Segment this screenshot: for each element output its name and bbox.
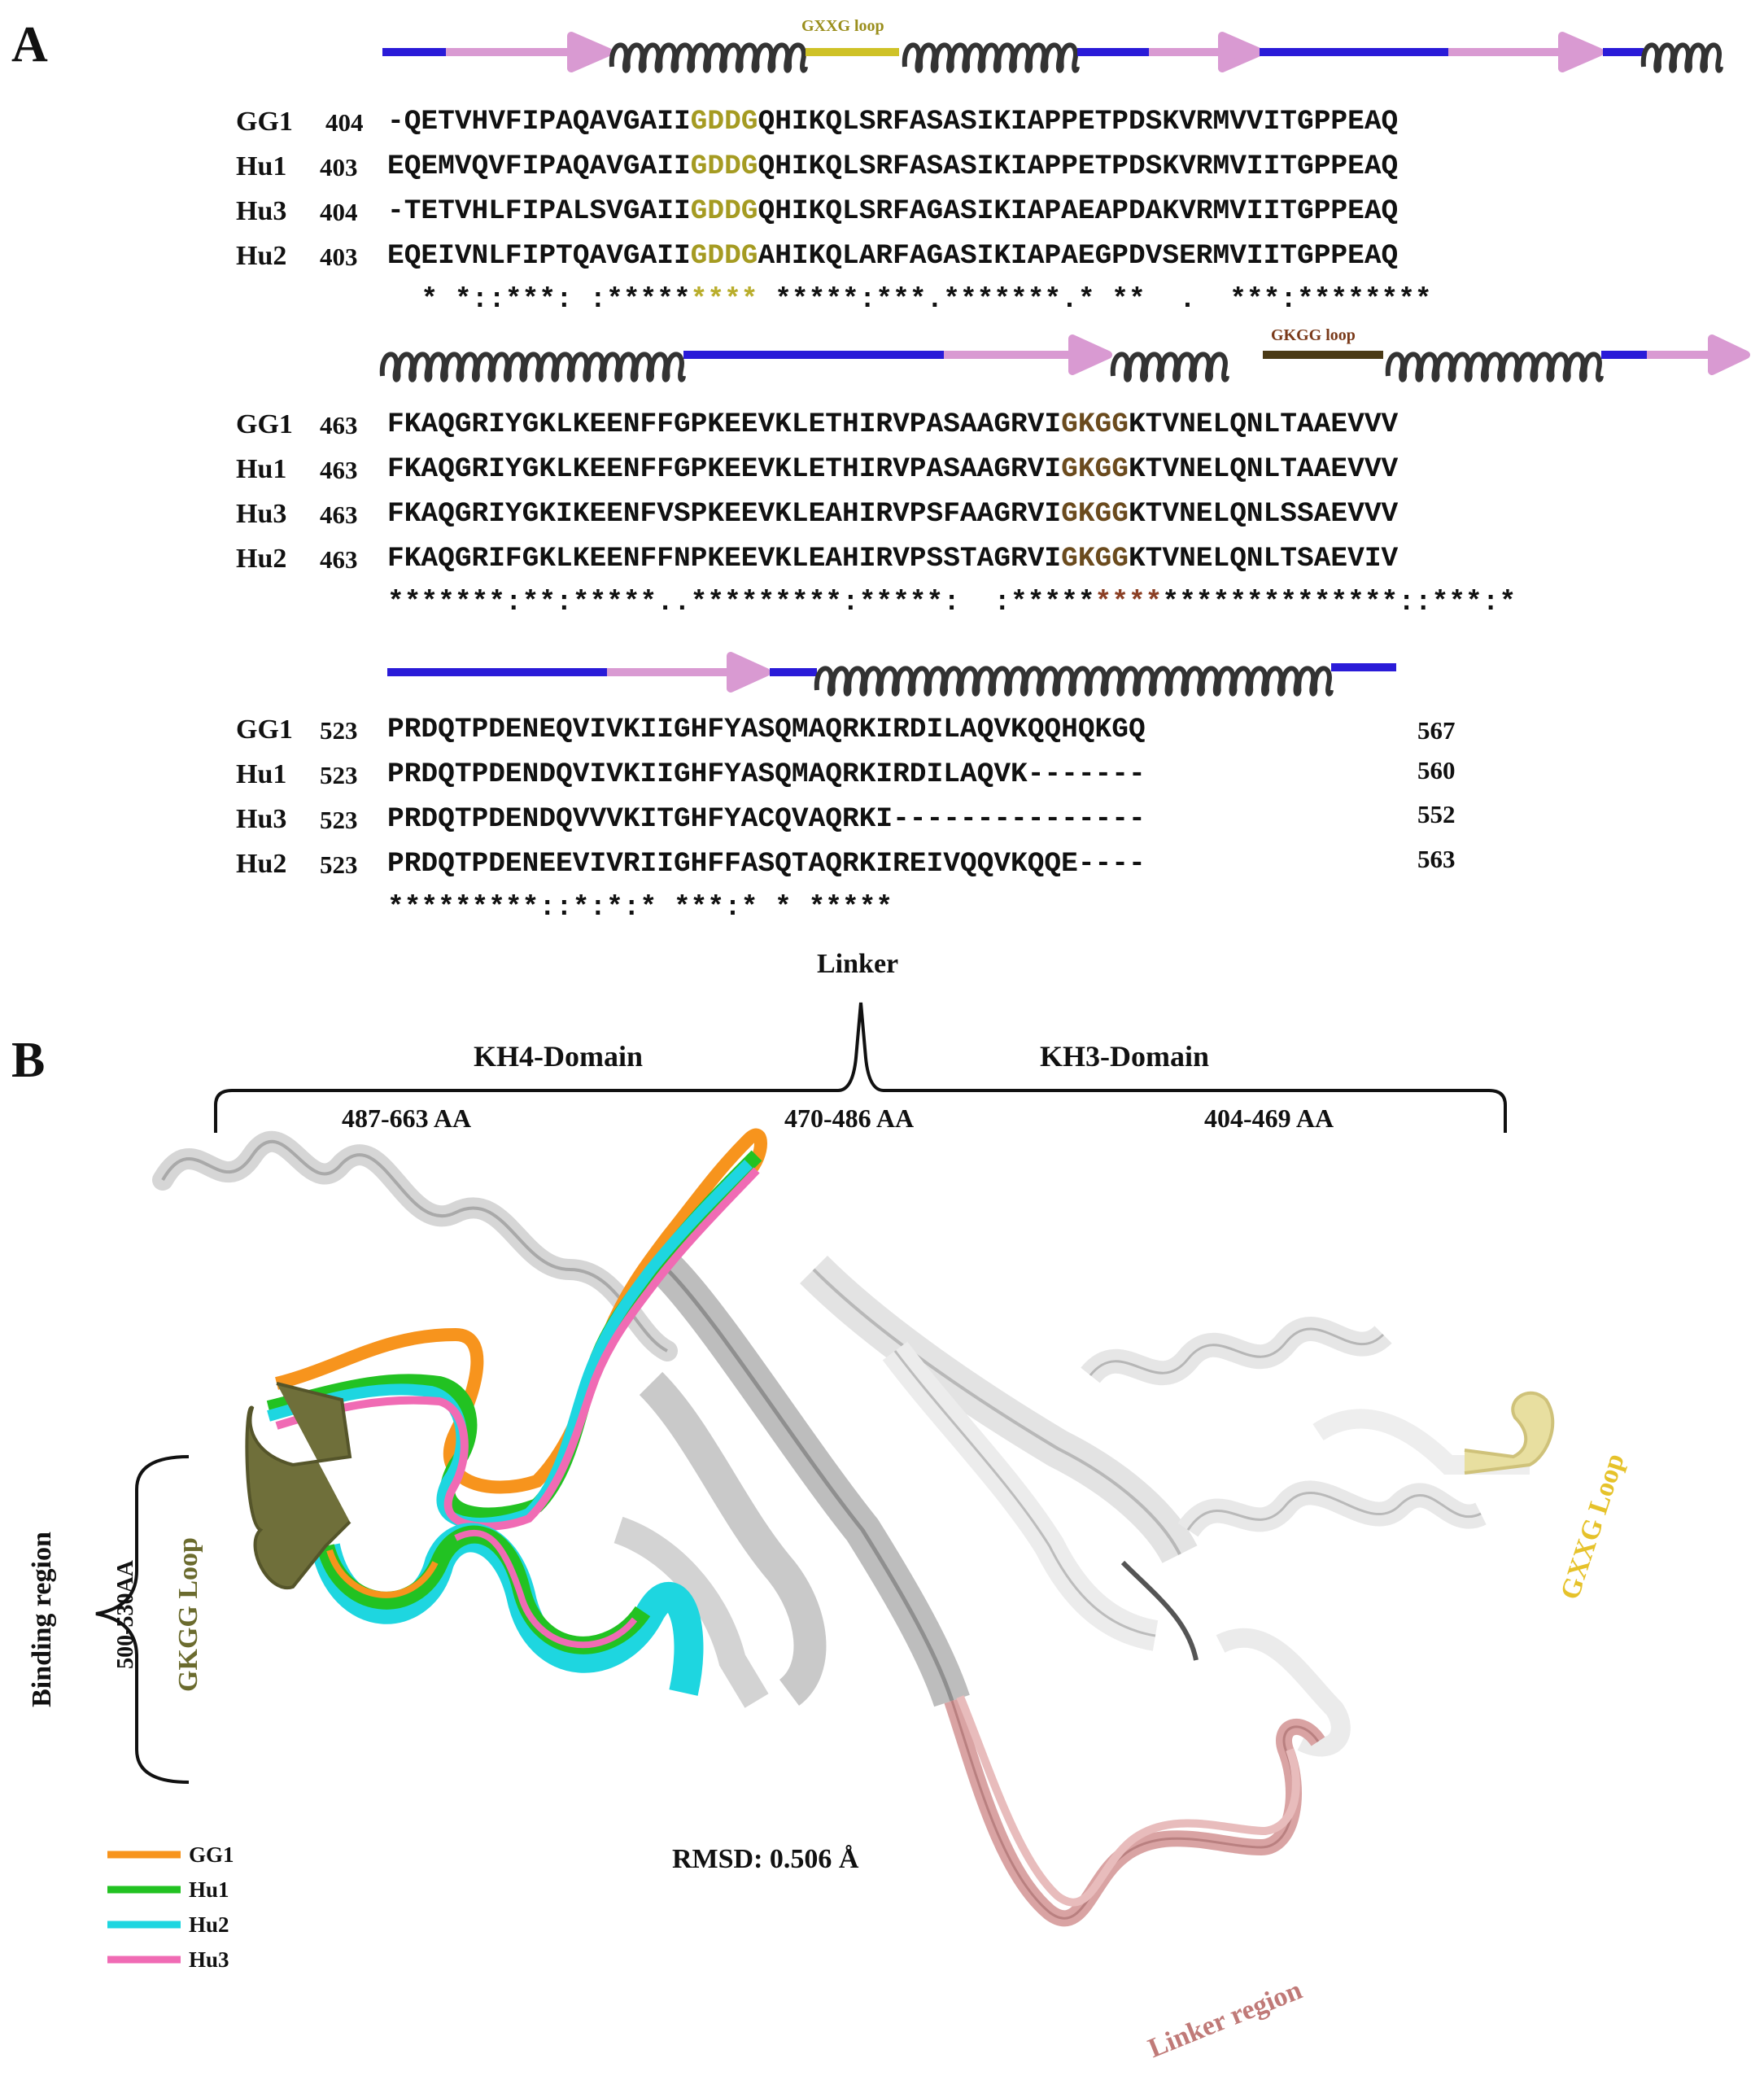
seq-start: 403: [320, 243, 358, 271]
seq-end: 563: [1417, 845, 1456, 873]
strand-arrow: [1647, 334, 1750, 375]
panel-a-label: A: [11, 17, 48, 72]
sequence-row: FKAQGRIFGKLKEENFFNPKEEVKLEAHIRVPSSTAGRVI…: [387, 543, 1399, 575]
sequence-row: PRDQTPDENEEVIVRIIGHFFASQTAQRKIREIVQQVKQQ…: [387, 848, 1146, 880]
binding-region-label: Binding region: [27, 1532, 57, 1707]
seq-start: 403: [320, 153, 358, 181]
seq-start: 523: [320, 716, 358, 745]
gkgg-loop-label: GKGG loop: [1271, 326, 1356, 344]
helix-coil: [1640, 42, 1723, 73]
kh3-range-label: 404-469 AA: [1204, 1103, 1334, 1133]
kh4-helix-ribbon: [152, 1130, 678, 1361]
binding-range-label: 500-530AA: [113, 1560, 138, 1669]
sequence-row: EQEMVQVFIPAQAVGAIIGDDGQHIKQLSRFASASIKIAP…: [387, 151, 1399, 182]
kh4-domain-label: KH4-Domain: [474, 1040, 644, 1073]
panel-b-label: B: [11, 1033, 46, 1088]
kh3-loop: [1216, 1628, 1351, 1757]
kh3-loop: [1312, 1409, 1530, 1475]
strand-arrow: [1149, 32, 1264, 72]
domain-bracket: [214, 1002, 1507, 1133]
seq-start: 463: [320, 411, 358, 439]
sequence-row: PRDQTPDENDQVIVKIIGHFYASQMAQRKIRDILAQVK--…: [387, 758, 1146, 790]
seq-start: 404: [325, 108, 364, 137]
sequence-row: FKAQGRIYGKLKEENFFGPKEEVKLETHIRVPASAAGRVI…: [387, 409, 1399, 440]
kh4-range-label: 487-663 AA: [342, 1103, 472, 1133]
seq-name: GG1: [236, 715, 293, 745]
ss-track-2: [379, 334, 1750, 382]
linker-range-label: 470-486 AA: [784, 1103, 915, 1133]
seq-name: GG1: [236, 409, 293, 439]
binding-region-bracket: [95, 1455, 190, 1784]
gxxg-loop-structure: [1464, 1391, 1555, 1475]
seq-start: 523: [320, 850, 358, 879]
sequence-row: FKAQGRIYGKLKEENFFGPKEEVKLETHIRVPASAAGRVI…: [387, 453, 1399, 485]
gkgg-loop-annotation: GKGG Loop: [173, 1537, 203, 1692]
helix-coil: [379, 352, 686, 382]
seq-name: Hu2: [236, 241, 287, 271]
ribbon-gg1: [326, 1549, 439, 1598]
sequence-row: PRDQTPDENEQVIVKIIGHFYASQMAQRKIRDILAQVKQQ…: [387, 714, 1146, 745]
kh3-domain-label: KH3-Domain: [1040, 1040, 1210, 1073]
strand-arrow: [607, 652, 771, 693]
seq-start: 463: [320, 456, 358, 484]
conservation-row: *******:**:*****..*********:*****: :****…: [387, 587, 1517, 618]
grey-strand: [639, 1371, 827, 1706]
ss-track-1: [382, 32, 1723, 73]
helix-coil: [902, 42, 1080, 73]
linker-label: Linker: [817, 949, 899, 979]
seq-start: 463: [320, 545, 358, 574]
legend-label-hu1: Hu1: [189, 1877, 229, 1902]
seq-name: Hu3: [236, 499, 287, 529]
seq-name: Hu2: [236, 849, 287, 879]
seq-start: 463: [320, 500, 358, 529]
seq-name: Hu2: [236, 544, 287, 574]
gxxg-loop-label: GXXG loop: [801, 17, 884, 35]
seq-start: 404: [320, 198, 358, 226]
seq-end: 552: [1417, 800, 1456, 828]
seq-name: Hu1: [236, 151, 287, 181]
strand-arrow: [1448, 32, 1604, 72]
seq-end: 560: [1417, 756, 1456, 784]
legend: [107, 1851, 181, 1964]
ss-track-3: [387, 652, 1396, 697]
sequence-row: -TETVHLFIPALSVGAIIGDDGQHIKQLSRFAGASIKIAP…: [387, 195, 1399, 227]
sequence-row: FKAQGRIYGKIKEENFVSPKEEVKLEAHIRVPSFAAGRVI…: [387, 498, 1399, 530]
helix-coil: [609, 42, 808, 73]
strand-arrow: [446, 32, 613, 72]
gkgg-loop-structure: [245, 1382, 352, 1590]
seq-start: 523: [320, 806, 358, 834]
protein-structure: [152, 1128, 1555, 1927]
seq-name: GG1: [236, 107, 293, 137]
legend-label-hu2: Hu2: [189, 1912, 229, 1937]
rmsd-label: RMSD: 0.506 Å: [672, 1844, 859, 1874]
seq-name: Hu3: [236, 804, 287, 834]
sequence-row: EQEIVNLFIPTQAVGAIIGDDGAHIKQLARFAGASIKIAP…: [387, 240, 1399, 272]
strand-arrow: [944, 334, 1112, 375]
grey-strand: [613, 1516, 769, 1708]
ribbon-hu3: [454, 1529, 638, 1649]
helix-coil: [1110, 352, 1229, 382]
sequence-row: PRDQTPDENDQVVVKITGHFYACQVAQRKI----------…: [387, 803, 1146, 835]
legend-label-hu3: Hu3: [189, 1947, 229, 1972]
seq-name: Hu1: [236, 759, 287, 789]
helix-coil: [1385, 352, 1604, 382]
conservation-row: * *::***: :********* *****:***.*******.*…: [387, 284, 1432, 316]
legend-label-gg1: GG1: [189, 1842, 234, 1867]
conservation-row: *********::*:*:* ***:* * *****: [387, 892, 893, 924]
ribbon-hu3: [275, 1167, 760, 1531]
helix-coil: [814, 666, 1334, 697]
sequence-row: -QETVHVFIPAQAVGAIIGDDGQHIKQLSRFASASIKIAP…: [387, 106, 1399, 138]
ribbon-gg1: [275, 1128, 767, 1494]
seq-name: Hu3: [236, 196, 287, 226]
seq-end: 567: [1417, 716, 1456, 745]
seq-name: Hu1: [236, 454, 287, 484]
seq-start: 523: [320, 761, 358, 789]
